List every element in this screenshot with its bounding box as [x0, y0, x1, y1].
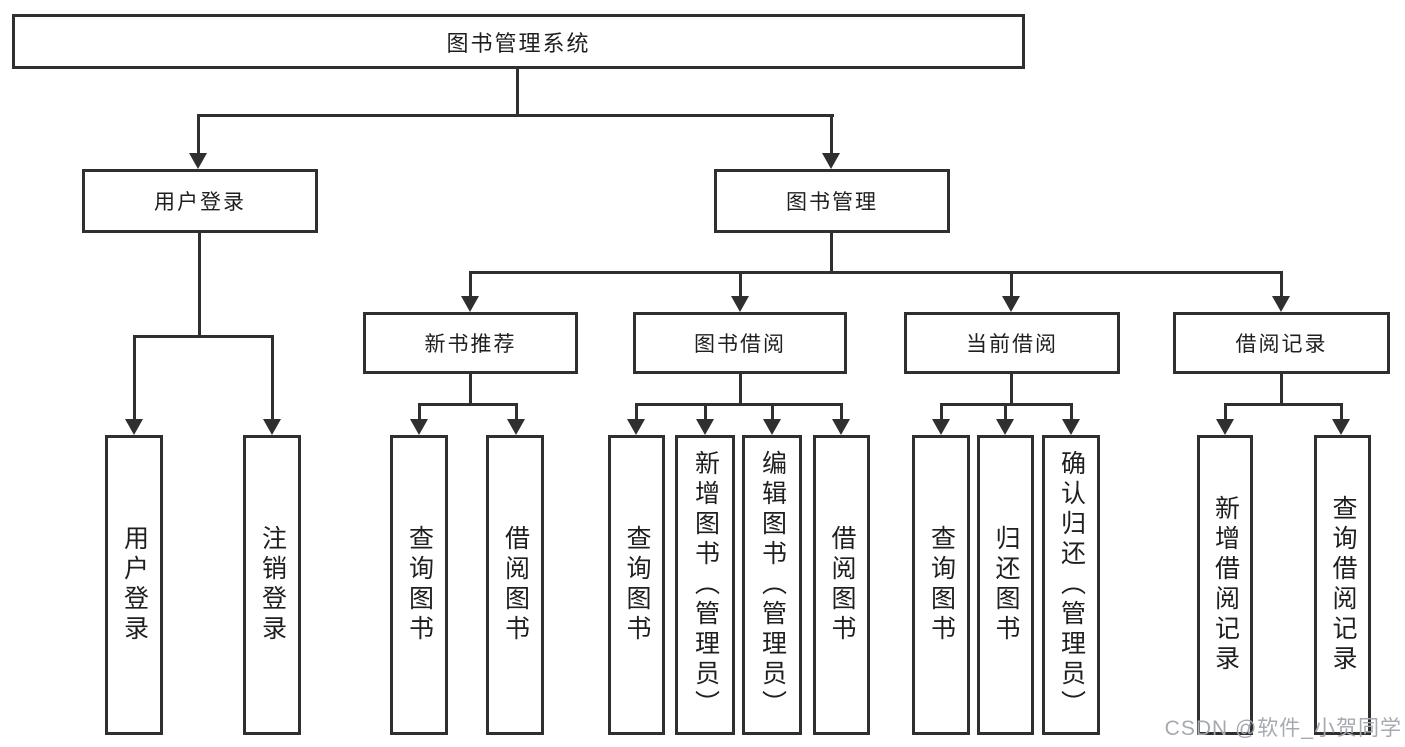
connector-book-management-split [469, 271, 1282, 274]
arrowhead-leaf-borrow-book [832, 419, 850, 435]
leaf-edit-book-admin-label: 编辑图书（管理员） [758, 450, 787, 720]
connector-stub [840, 403, 843, 420]
connector-stub-borrow-records [1280, 271, 1283, 297]
arrowhead-leaf-logout [263, 419, 281, 435]
connector-stub-book-borrow [739, 271, 742, 297]
arrowhead-leaf-add-book-admin [696, 419, 714, 435]
arrowhead-leaf-query-book-current [932, 419, 950, 435]
arrowhead-leaf-return-book [996, 419, 1014, 435]
arrowhead-leaf-query-book-borrow [627, 419, 645, 435]
connector-stub-leaf-user-login [133, 335, 136, 420]
arrowhead-borrow-records [1272, 296, 1290, 312]
arrowhead-book-management [822, 153, 840, 169]
arrowhead-leaf-user-login [125, 419, 143, 435]
connector-book-borrow-split [635, 403, 843, 406]
leaf-edit-book-admin: 编辑图书（管理员） [742, 435, 802, 735]
arrowhead-current-borrow [1002, 296, 1020, 312]
connector-book-borrow-stem [739, 374, 742, 405]
node-book-borrow: 图书借阅 [633, 312, 847, 374]
arrowhead-leaf-borrow-book-recommend [507, 419, 525, 435]
node-current-borrow: 当前借阅 [904, 312, 1120, 374]
connector-new-book-stem [469, 374, 472, 405]
leaf-add-book-admin-label: 新增图书（管理员） [691, 450, 720, 720]
leaf-add-book-admin: 新增图书（管理员） [675, 435, 735, 735]
arrowhead-book-borrow [731, 296, 749, 312]
connector-stub [771, 403, 774, 420]
leaf-query-borrow-record: 查询借阅记录 [1314, 435, 1371, 735]
connector-root-split [197, 114, 834, 117]
watermark: CSDN @软件_小贺同学 [1164, 717, 1402, 740]
connector-stub [515, 403, 518, 420]
connector-new-book-split [418, 403, 518, 406]
leaf-return-book: 归还图书 [977, 435, 1034, 735]
leaf-borrow-book-recommend-label: 借阅图书 [501, 525, 530, 645]
arrowhead-leaf-query-book-recommend [410, 419, 428, 435]
leaf-add-borrow-record-label: 新增借阅记录 [1211, 495, 1240, 675]
connector-current-borrow-stem [1010, 374, 1013, 405]
node-new-book-recommend-label: 新书推荐 [424, 333, 517, 356]
arrowhead-new-book [461, 296, 479, 312]
leaf-query-book-current-label: 查询图书 [927, 525, 956, 645]
arrowhead-leaf-query-borrow-record [1332, 419, 1350, 435]
node-borrow-records: 借阅记录 [1173, 312, 1390, 374]
leaf-borrow-book: 借阅图书 [813, 435, 870, 735]
leaf-borrow-book-label: 借阅图书 [828, 525, 856, 645]
node-borrow-records-label: 借阅记录 [1235, 333, 1328, 356]
connector-stub [635, 403, 638, 420]
leaf-query-book-recommend-label: 查询图书 [405, 525, 434, 645]
leaf-query-borrow-record-label: 查询借阅记录 [1329, 495, 1357, 675]
leaf-user-login-label: 用户登录 [120, 525, 149, 645]
node-root: 图书管理系统 [12, 14, 1025, 69]
leaf-borrow-book-recommend: 借阅图书 [486, 435, 544, 735]
connector-user-login-split [133, 335, 274, 338]
node-user-login-label: 用户登录 [154, 191, 246, 214]
connector-stub [1070, 403, 1073, 420]
connector-stub [1340, 403, 1343, 420]
node-book-borrow-label: 图书借阅 [694, 333, 786, 356]
connector-borrow-records-stem [1280, 374, 1283, 405]
leaf-query-book-current: 查询图书 [912, 435, 970, 735]
leaf-confirm-return-admin: 确认归还（管理员） [1042, 435, 1100, 735]
connector-stub-new-book [469, 271, 472, 297]
leaf-add-borrow-record: 新增借阅记录 [1197, 435, 1253, 735]
leaf-logout-login: 注销登录 [243, 435, 301, 735]
connector-stub-book-management [830, 114, 833, 154]
connector-book-management-stem [830, 233, 833, 274]
node-user-login: 用户登录 [82, 169, 318, 233]
arrowhead-leaf-edit-book-admin [763, 419, 781, 435]
connector-stub [1224, 403, 1227, 420]
arrowhead-leaf-add-borrow-record [1216, 419, 1234, 435]
arrowhead-user-login [189, 153, 207, 169]
leaf-user-login: 用户登录 [105, 435, 163, 735]
leaf-return-book-label: 归还图书 [992, 525, 1020, 645]
node-current-borrow-label: 当前借阅 [966, 333, 1058, 356]
leaf-confirm-return-admin-label: 确认归还（管理员） [1057, 450, 1086, 720]
leaf-query-book-borrow: 查询图书 [608, 435, 665, 735]
node-new-book-recommend: 新书推荐 [363, 312, 578, 374]
node-root-label: 图书管理系统 [446, 30, 591, 56]
leaf-logout-login-label: 注销登录 [258, 525, 287, 645]
connector-borrow-records-split [1224, 403, 1343, 406]
connector-stub-leaf-logout [271, 335, 274, 420]
leaf-query-book-recommend: 查询图书 [390, 435, 448, 735]
connector-stub [940, 403, 943, 420]
connector-stub [1004, 403, 1007, 420]
node-book-management: 图书管理 [714, 169, 950, 233]
connector-root-stem [516, 69, 519, 116]
leaf-query-book-borrow-label: 查询图书 [623, 525, 651, 645]
node-book-management-label: 图书管理 [786, 191, 878, 214]
connector-stub-current-borrow [1010, 271, 1013, 297]
arrowhead-leaf-confirm-return [1062, 419, 1080, 435]
connector-user-login-stem [198, 233, 201, 335]
connector-stub [418, 403, 421, 420]
connector-stub-user-login [197, 114, 200, 154]
connector-stub [704, 403, 707, 420]
